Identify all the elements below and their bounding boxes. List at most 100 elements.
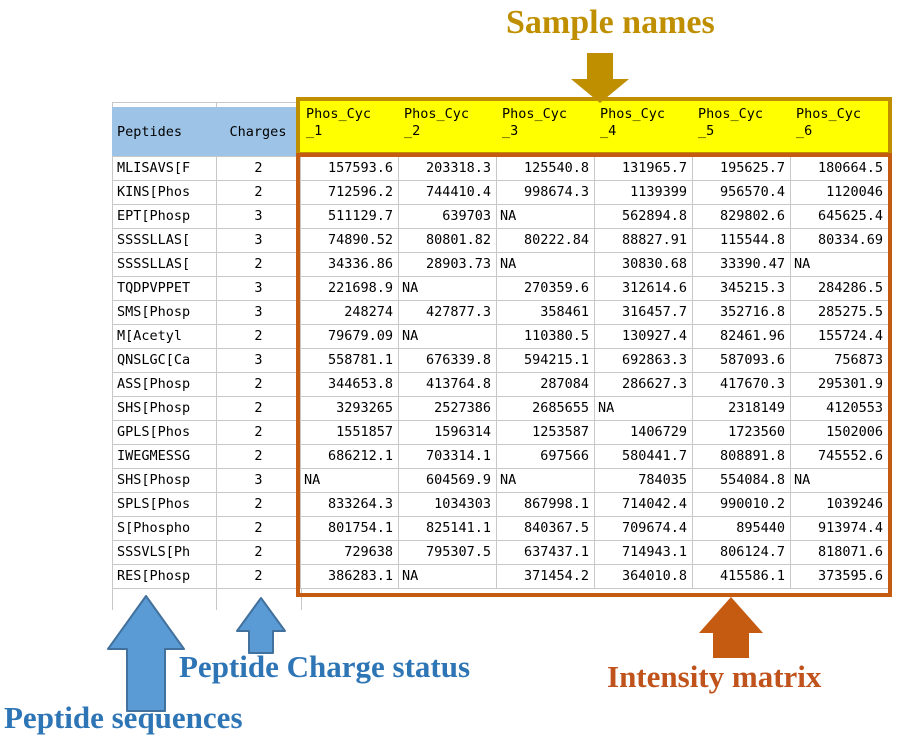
intensity-value-cell[interactable]: 413764.8 <box>399 373 497 397</box>
peptide-cell[interactable]: SSSVLS[Ph <box>113 541 217 565</box>
intensity-value-cell[interactable]: 784035 <box>595 469 693 493</box>
intensity-value-cell[interactable]: 415586.1 <box>693 565 791 589</box>
intensity-value-cell[interactable]: NA <box>497 253 595 277</box>
intensity-value-cell[interactable]: 157593.6 <box>301 157 399 181</box>
intensity-value-cell[interactable]: 79679.09 <box>301 325 399 349</box>
intensity-value-cell[interactable]: 316457.7 <box>595 301 693 325</box>
intensity-value-cell[interactable]: 692863.3 <box>595 349 693 373</box>
intensity-value-cell[interactable]: 998674.3 <box>497 181 595 205</box>
intensity-value-cell[interactable]: 74890.52 <box>301 229 399 253</box>
charges-column-header[interactable]: Charges <box>229 123 287 140</box>
peptide-cell[interactable]: SMS[Phosp <box>113 301 217 325</box>
intensity-value-cell[interactable]: 833264.3 <box>301 493 399 517</box>
intensity-value-cell[interactable]: 373595.6 <box>791 565 889 589</box>
charge-cell[interactable]: 2 <box>217 325 301 349</box>
intensity-value-cell[interactable]: 511129.7 <box>301 205 399 229</box>
intensity-value-cell[interactable]: 676339.8 <box>399 349 497 373</box>
intensity-value-cell[interactable]: 285275.5 <box>791 301 889 325</box>
intensity-value-cell[interactable]: NA <box>497 205 595 229</box>
charge-cell[interactable]: 3 <box>217 205 301 229</box>
intensity-value-cell[interactable]: 371454.2 <box>497 565 595 589</box>
charge-cell[interactable]: 2 <box>217 397 301 421</box>
charge-cell[interactable]: 3 <box>217 301 301 325</box>
intensity-value-cell[interactable]: 745552.6 <box>791 445 889 469</box>
intensity-value-cell[interactable]: 808891.8 <box>693 445 791 469</box>
intensity-value-cell[interactable]: 554084.8 <box>693 469 791 493</box>
intensity-value-cell[interactable]: 1253587 <box>497 421 595 445</box>
sample-header-cell[interactable]: Phos_Cyc_4 <box>600 106 666 139</box>
peptide-cell[interactable]: SPLS[Phos <box>113 493 217 517</box>
charge-cell[interactable]: 2 <box>217 541 301 565</box>
intensity-value-cell[interactable]: 286627.3 <box>595 373 693 397</box>
sample-header-cell[interactable]: Phos_Cyc_1 <box>306 106 372 139</box>
intensity-value-cell[interactable]: 729638 <box>301 541 399 565</box>
intensity-value-cell[interactable]: 312614.6 <box>595 277 693 301</box>
intensity-value-cell[interactable]: 818071.6 <box>791 541 889 565</box>
intensity-value-cell[interactable]: 80334.69 <box>791 229 889 253</box>
intensity-value-cell[interactable]: 1034303 <box>399 493 497 517</box>
intensity-value-cell[interactable]: NA <box>595 397 693 421</box>
intensity-value-cell[interactable]: 295301.9 <box>791 373 889 397</box>
intensity-value-cell[interactable]: NA <box>399 277 497 301</box>
peptide-cell[interactable]: GPLS[Phos <box>113 421 217 445</box>
intensity-value-cell[interactable]: 744410.4 <box>399 181 497 205</box>
intensity-value-cell[interactable]: 2318149 <box>693 397 791 421</box>
intensity-value-cell[interactable]: 4120553 <box>791 397 889 421</box>
peptides-column-header[interactable]: Peptides <box>117 123 183 140</box>
intensity-value-cell[interactable]: 1723560 <box>693 421 791 445</box>
charge-cell[interactable]: 3 <box>217 229 301 253</box>
intensity-value-cell[interactable]: 80222.84 <box>497 229 595 253</box>
intensity-value-cell[interactable]: 840367.5 <box>497 517 595 541</box>
intensity-value-cell[interactable]: 180664.5 <box>791 157 889 181</box>
intensity-value-cell[interactable]: NA <box>497 469 595 493</box>
intensity-value-cell[interactable]: NA <box>791 469 889 493</box>
intensity-value-cell[interactable]: 645625.4 <box>791 205 889 229</box>
intensity-value-cell[interactable]: 801754.1 <box>301 517 399 541</box>
intensity-value-cell[interactable]: 594215.1 <box>497 349 595 373</box>
peptide-cell[interactable]: M[Acetyl <box>113 325 217 349</box>
intensity-value-cell[interactable]: 427877.3 <box>399 301 497 325</box>
peptide-cell[interactable]: ASS[Phosp <box>113 373 217 397</box>
charge-cell[interactable]: 2 <box>217 493 301 517</box>
intensity-value-cell[interactable]: 806124.7 <box>693 541 791 565</box>
intensity-value-cell[interactable]: 956570.4 <box>693 181 791 205</box>
charge-cell[interactable]: 3 <box>217 277 301 301</box>
intensity-value-cell[interactable]: 580441.7 <box>595 445 693 469</box>
intensity-value-cell[interactable]: 130927.4 <box>595 325 693 349</box>
peptide-cell[interactable]: IWEGMESSG <box>113 445 217 469</box>
intensity-value-cell[interactable]: 417670.3 <box>693 373 791 397</box>
intensity-value-cell[interactable]: 131965.7 <box>595 157 693 181</box>
intensity-value-cell[interactable]: 829802.6 <box>693 205 791 229</box>
intensity-value-cell[interactable]: 284286.5 <box>791 277 889 301</box>
intensity-value-cell[interactable]: 352716.8 <box>693 301 791 325</box>
intensity-value-cell[interactable]: 115544.8 <box>693 229 791 253</box>
intensity-value-cell[interactable]: 248274 <box>301 301 399 325</box>
intensity-value-cell[interactable]: NA <box>301 469 399 493</box>
charge-cell[interactable]: 2 <box>217 157 301 181</box>
intensity-value-cell[interactable]: 28903.73 <box>399 253 497 277</box>
intensity-value-cell[interactable]: NA <box>791 253 889 277</box>
intensity-value-cell[interactable]: 34336.86 <box>301 253 399 277</box>
intensity-value-cell[interactable]: 110380.5 <box>497 325 595 349</box>
intensity-value-cell[interactable]: 756873 <box>791 349 889 373</box>
peptide-cell[interactable]: TQDPVPPET <box>113 277 217 301</box>
intensity-value-cell[interactable]: 990010.2 <box>693 493 791 517</box>
intensity-value-cell[interactable]: 714943.1 <box>595 541 693 565</box>
intensity-value-cell[interactable]: 913974.4 <box>791 517 889 541</box>
intensity-value-cell[interactable]: 639703 <box>399 205 497 229</box>
intensity-value-cell[interactable]: 195625.7 <box>693 157 791 181</box>
intensity-value-cell[interactable]: 686212.1 <box>301 445 399 469</box>
intensity-value-cell[interactable]: NA <box>399 565 497 589</box>
intensity-value-cell[interactable]: 1120046 <box>791 181 889 205</box>
charge-cell[interactable]: 2 <box>217 253 301 277</box>
intensity-value-cell[interactable]: 562894.8 <box>595 205 693 229</box>
intensity-value-cell[interactable]: 867998.1 <box>497 493 595 517</box>
intensity-value-cell[interactable]: 709674.4 <box>595 517 693 541</box>
intensity-value-cell[interactable]: 270359.6 <box>497 277 595 301</box>
charge-cell[interactable]: 2 <box>217 565 301 589</box>
intensity-value-cell[interactable]: 80801.82 <box>399 229 497 253</box>
intensity-value-cell[interactable]: 345215.3 <box>693 277 791 301</box>
intensity-value-cell[interactable]: 221698.9 <box>301 277 399 301</box>
intensity-value-cell[interactable]: 895440 <box>693 517 791 541</box>
peptide-cell[interactable]: SHS[Phosp <box>113 397 217 421</box>
